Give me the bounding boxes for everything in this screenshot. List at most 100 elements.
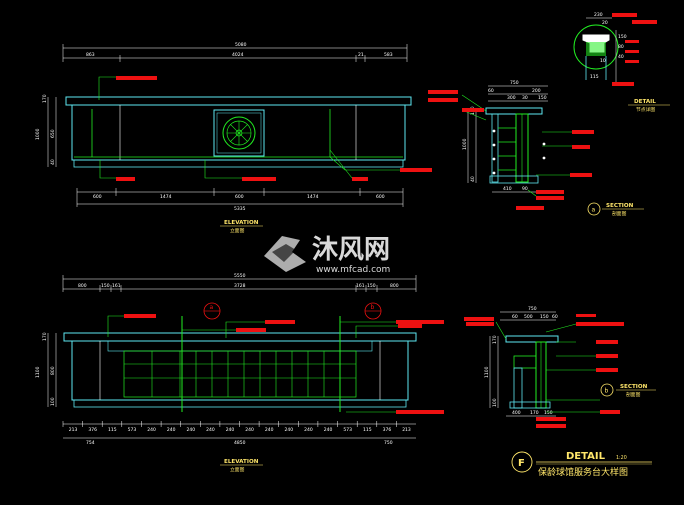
bottom-dim-label: 376	[88, 427, 97, 433]
sb-top-3: 500	[524, 314, 533, 320]
bdim-2: 1474	[160, 194, 172, 200]
red-label	[612, 13, 637, 17]
section-b: 750 60 500 150 60 170 1100 100 400 170 1…	[464, 306, 656, 428]
hdim-4: 40	[50, 159, 56, 165]
b-top-1: 800	[78, 283, 87, 289]
watermark-url: www.mfcad.com	[316, 265, 390, 275]
watermark-brand: 沐风网	[312, 235, 390, 265]
hdim-1: 170	[42, 94, 48, 103]
red-label	[596, 368, 618, 372]
red-label	[396, 410, 444, 414]
b-top-7: 800	[390, 283, 399, 289]
red-label	[398, 324, 422, 328]
red-label	[576, 314, 596, 317]
detail-dim-7: 115	[590, 74, 599, 80]
bottom-dim-label: 240	[245, 427, 254, 433]
red-label	[572, 130, 594, 134]
detail-dim-1: 230	[594, 12, 603, 18]
sa-b-1: 410	[503, 186, 512, 192]
red-label	[400, 168, 432, 172]
bottom-dim-label: 240	[265, 427, 274, 433]
red-label	[572, 145, 590, 149]
b-h-2: 1100	[35, 366, 41, 378]
red-label	[242, 177, 276, 181]
sa-h-3: 40	[470, 176, 476, 182]
bottom-dim-label: 573	[128, 427, 137, 433]
sheet-title: DETAIL	[566, 451, 606, 462]
sa-top-3: 300	[507, 95, 516, 101]
red-label	[428, 98, 458, 102]
section-a: 750 60 300 30 200 150 170 1000 40 410 90	[428, 80, 644, 217]
detail-subtitle: 节点详图	[636, 106, 655, 113]
red-label	[352, 177, 368, 181]
bdim-1: 600	[93, 194, 102, 200]
bottom-dim-label: 115	[363, 427, 372, 433]
red-label	[464, 317, 494, 321]
detail-dim-2: 20	[602, 20, 608, 26]
hdim-3: 650	[50, 129, 56, 138]
red-label	[570, 173, 592, 177]
b-overall: 5550	[234, 273, 246, 279]
bottom-dim-label: 240	[285, 427, 294, 433]
sb-top-5: 60	[552, 314, 558, 320]
sheet-scale: 1:20	[616, 455, 627, 461]
red-label	[236, 328, 266, 332]
red-label	[516, 206, 544, 210]
detail-dim-3: 150	[618, 34, 627, 40]
sb-h-2: 1100	[484, 366, 490, 378]
red-label	[116, 76, 157, 80]
sheet-title-block: F DETAIL 1:20 保龄球馆服务台大样图	[511, 451, 652, 478]
dim-top-1: 863	[86, 52, 95, 58]
bottom-dim-label: 115	[108, 427, 117, 433]
red-label	[124, 314, 156, 318]
sb-top-1: 750	[528, 306, 537, 312]
sb-b-2: 170	[530, 410, 539, 416]
detail-dim-6: 10	[600, 58, 606, 64]
sa-top-4: 30	[522, 95, 528, 101]
sa-top-2: 60	[488, 88, 494, 94]
sa-top-1: 750	[510, 80, 519, 86]
red-label	[536, 424, 566, 428]
marker-b: b	[371, 304, 375, 311]
section-b-title: SECTION	[620, 384, 648, 390]
watermark-logo-icon	[264, 236, 306, 272]
b-top-5: 161	[356, 283, 365, 289]
red-label	[536, 190, 564, 194]
section-a-subtitle: 剖面图	[612, 210, 627, 217]
elevation-title-bottom: ELEVATION	[224, 459, 259, 465]
sa-top-6: 150	[538, 95, 547, 101]
bottom-dim-label: 240	[147, 427, 156, 433]
red-label	[396, 320, 444, 324]
b-h-3: 800	[50, 366, 56, 375]
elevation-title-top: ELEVATION	[224, 220, 259, 226]
watermark: 沐风网 www.mfcad.com	[264, 235, 390, 275]
red-label	[466, 322, 494, 326]
red-label	[600, 410, 620, 414]
dim-top-3: 21	[358, 52, 364, 58]
b-bottom-overall: 4850	[234, 440, 246, 446]
section-marker-b: b	[605, 388, 609, 395]
bottom-dim-label: 240	[206, 427, 215, 433]
bottom-dim-label: 573	[343, 427, 352, 433]
section-marker-a: a	[592, 207, 596, 214]
sb-b-3: 150	[544, 410, 553, 416]
red-label	[632, 20, 657, 24]
elevation-subtitle-top: 立面图	[230, 227, 245, 234]
red-label	[625, 50, 639, 53]
detail-dim-4: 80	[618, 44, 624, 50]
bottom-dim-label: 240	[226, 427, 235, 433]
bottom-dim-label: 240	[167, 427, 176, 433]
red-label	[596, 354, 618, 358]
bottom-dim-label: 376	[383, 427, 392, 433]
red-label	[428, 90, 458, 94]
bottom-dim-label: 240	[187, 427, 196, 433]
dim-top-4: 583	[384, 52, 393, 58]
detail-label: DETAIL	[634, 99, 656, 105]
hdim-2: 1000	[35, 128, 41, 140]
b-top-2: 150	[101, 283, 110, 289]
b-top-6: 150	[367, 283, 376, 289]
red-label	[625, 60, 639, 63]
detail-view: 230 20 150 80 40 10 115 DETAIL 节点详图	[573, 12, 670, 113]
sb-top-4: 150	[540, 314, 549, 320]
red-label	[612, 82, 634, 86]
